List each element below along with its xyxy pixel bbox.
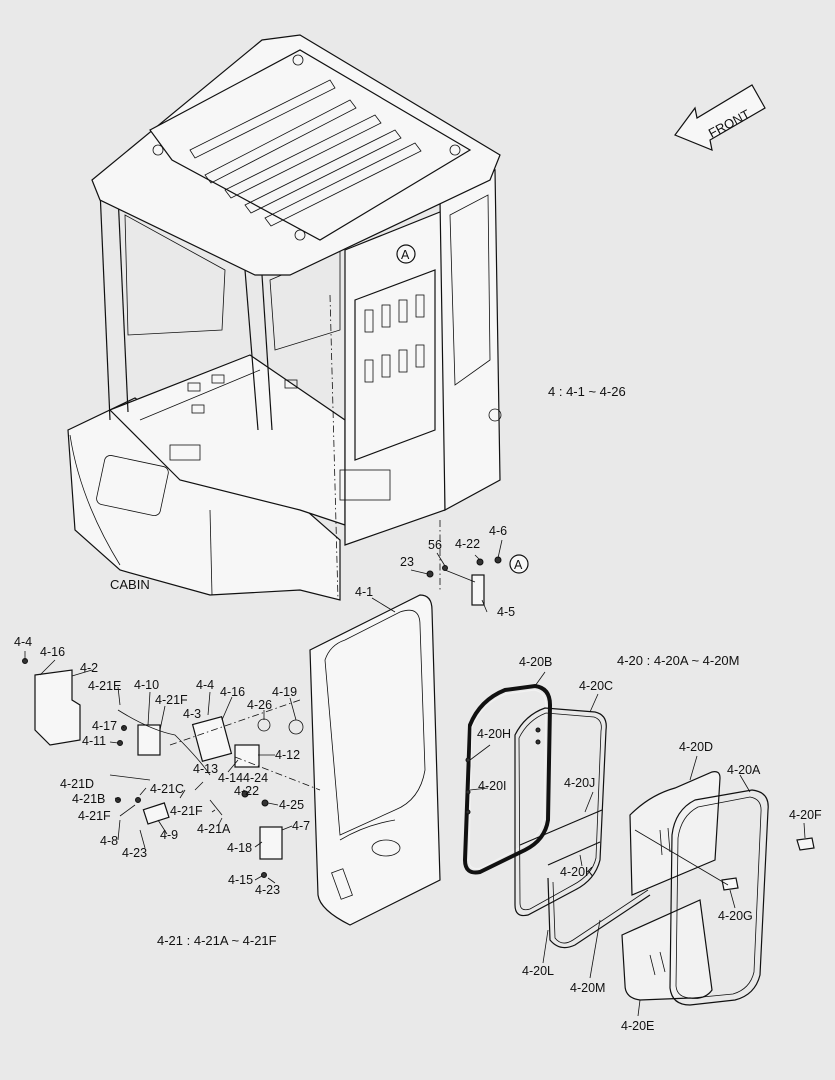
callout-label: 4-20J <box>564 776 595 790</box>
front-arrow-icon <box>674 84 766 151</box>
callout-label: 4-20G <box>718 909 753 923</box>
door-hardware <box>22 658 321 878</box>
range-note-4: 4 : 4-1 ~ 4-26 <box>548 384 626 399</box>
callout-label: 4-20C <box>579 679 613 693</box>
callout-label: 4-20B <box>519 655 552 669</box>
callout-label: 4-21E <box>88 679 121 693</box>
callout-label: 4-20D <box>679 740 713 754</box>
callout-label: 4-21D <box>60 777 94 791</box>
callout-label: 4-12 <box>275 748 300 762</box>
callout-label: 4-22 <box>455 537 480 551</box>
callout-label: 4-7 <box>292 819 310 833</box>
callout-label: 4-20M <box>570 981 605 995</box>
callout-label: 4-14 <box>218 771 243 785</box>
callout-label: 4-23 <box>255 883 280 897</box>
callout-label: 23 <box>400 555 414 569</box>
callout-label: 4-21A <box>197 822 231 836</box>
callout-label: 4-10 <box>134 678 159 692</box>
callout-label: 4-22 <box>234 784 259 798</box>
callout-label: 4-17 <box>92 719 117 733</box>
callout-label: 4-20K <box>560 865 594 879</box>
callout-label: 4-26 <box>247 698 272 712</box>
callout-label: 4-25 <box>279 798 304 812</box>
callout-label: 4-20E <box>621 1019 654 1033</box>
callout-label: 4-16 <box>40 645 65 659</box>
callout-labels: 4-1 4-2 4-3 4-4 4-4 4-5 4-6 4-7 4-8 4-9 … <box>14 524 822 1033</box>
callout-label: 4-20H <box>477 727 511 741</box>
callout-label: 4-4 <box>14 635 32 649</box>
callout-label: 4-20F <box>789 808 822 822</box>
callout-label: 4-9 <box>160 828 178 842</box>
range-note-4-21: 4-21 : 4-21A ~ 4-21F <box>157 933 277 948</box>
door-glass-set <box>462 683 815 1006</box>
leader-lines <box>24 539 806 1017</box>
callout-label: 4-8 <box>100 834 118 848</box>
callout-label: 4-24 <box>243 771 268 785</box>
door-panel <box>309 594 441 926</box>
range-note-4-20: 4-20 : 4-20A ~ 4-20M <box>617 653 740 668</box>
cabin-drawing <box>67 34 502 601</box>
callout-label: 4-6 <box>489 524 507 538</box>
callout-label: 4-3 <box>183 707 201 721</box>
callout-label: 4-16 <box>220 685 245 699</box>
callout-label: 4-20L <box>522 964 554 978</box>
callout-label: 4-1 <box>355 585 373 599</box>
callout-label: 4-5 <box>497 605 515 619</box>
callout-label: 4-4 <box>196 678 214 692</box>
callout-label: 4-23 <box>122 846 147 860</box>
callout-label: 4-20I <box>478 779 507 793</box>
callout-label: 4-15 <box>228 873 253 887</box>
callout-label: 4-21F <box>155 693 188 707</box>
detail-marker-a-top: A <box>396 244 416 264</box>
callout-label: 4-11 <box>82 734 106 748</box>
detail-marker-a-bottom-label: A <box>514 558 523 572</box>
callout-label: 56 <box>428 538 442 552</box>
callout-label: 4-2 <box>80 661 98 675</box>
detail-marker-a-top-label: A <box>401 248 410 262</box>
hinge-part <box>426 556 502 606</box>
callout-label: 4-21F <box>170 804 203 818</box>
callout-label: 4-18 <box>227 841 252 855</box>
callout-label: 4-20A <box>727 763 761 777</box>
callout-label: 4-19 <box>272 685 297 699</box>
detail-marker-a-bottom: A <box>509 554 529 574</box>
callout-label: 4-13 <box>193 762 218 776</box>
callout-label: 4-21C <box>150 782 184 796</box>
cabin-title: CABIN <box>110 577 150 592</box>
callout-label: 4-21F <box>78 809 111 823</box>
callout-label: 4-21B <box>72 792 105 806</box>
